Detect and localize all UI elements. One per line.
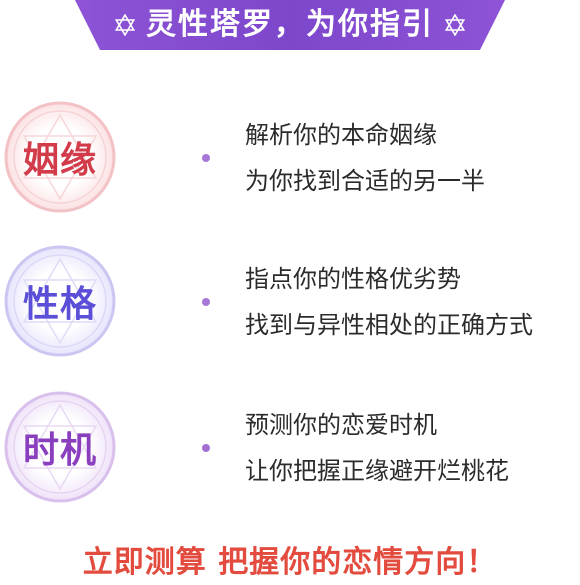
description-line: 预测你的恋爱时机 [245,411,437,439]
feature-marriage: 姻缘 解析你的本命姻缘 为你找到合适的另一半 [0,98,580,218]
feature-timing: 时机 预测你的恋爱时机 让你把握正缘避开烂桃花 [0,388,580,508]
badge-seal-icon [4,391,116,503]
description-line: 为你找到合适的另一半 [245,167,485,195]
badge-label: 时机 [22,429,97,471]
description-line: 找到与异性相处的正确方式 [245,311,533,339]
description-line: 让你把握正缘避开烂桃花 [245,457,509,485]
badge-seal-icon [4,101,116,213]
description-line: 解析你的本命姻缘 [245,121,437,149]
description-line: 指点你的性格优劣势 [245,265,461,293]
header-banner: 灵性塔罗，为你指引 [75,0,505,50]
feature-personality: 性格 指点你的性格优劣势 找到与异性相处的正确方式 [0,242,580,362]
banner-background [75,0,505,50]
connector-line [120,297,212,307]
personality-badge: 性格 [3,242,117,360]
feature-description: 指点你的性格优劣势 找到与异性相处的正确方式 [245,256,580,348]
cta-banner[interactable]: 立即测算 把握你的恋情方向！ [82,545,498,580]
badge-label: 姻缘 [22,139,97,181]
badge-seal-icon [4,245,116,357]
badge-label: 性格 [22,283,97,325]
marriage-badge: 姻缘 [3,98,117,216]
timing-badge: 时机 [3,388,117,506]
feature-description: 预测你的恋爱时机 让你把握正缘避开烂桃花 [245,402,580,494]
connector-line [120,153,212,163]
connector-line [120,443,212,453]
feature-description: 解析你的本命姻缘 为你找到合适的另一半 [245,112,580,204]
star-of-david-icon [114,13,136,37]
banner-title: 灵性塔罗，为你指引 [146,7,434,42]
star-of-david-icon [444,13,466,37]
